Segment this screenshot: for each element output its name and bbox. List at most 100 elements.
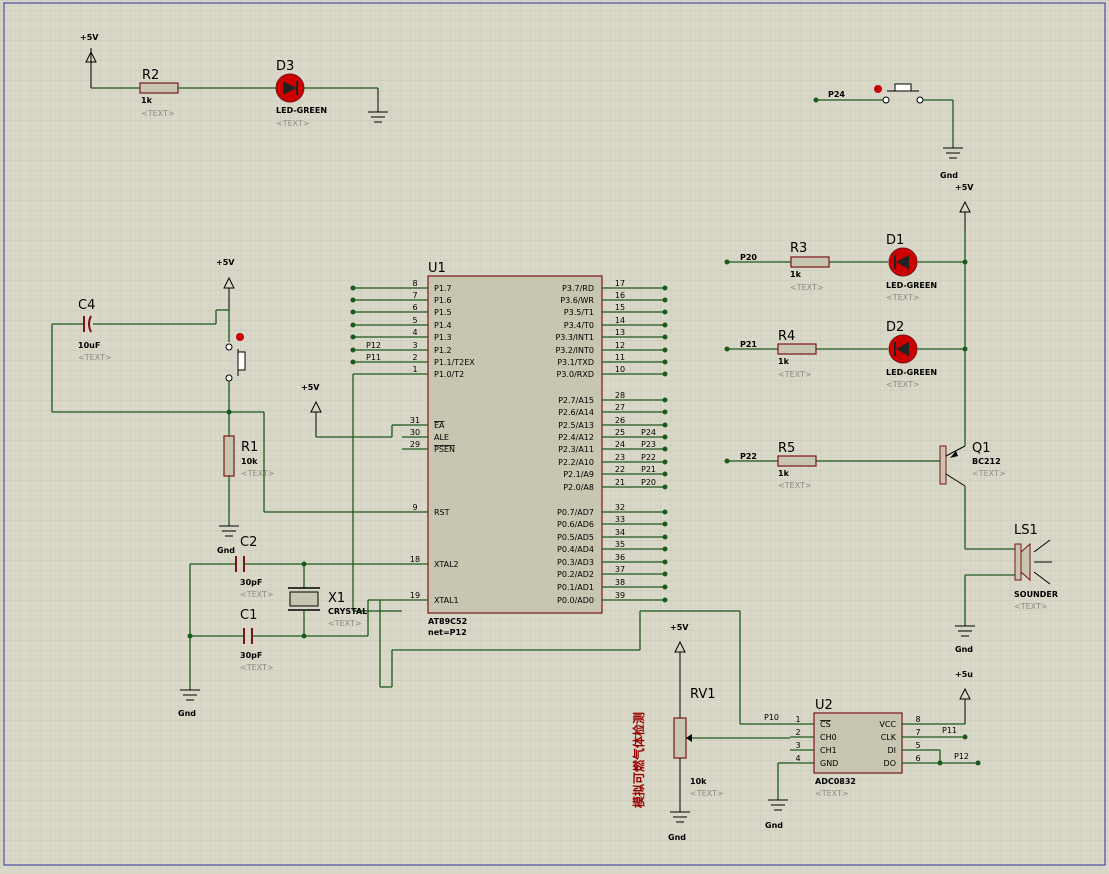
component-value: AT89C52 xyxy=(428,617,467,626)
pin-name: P2.4/A12 xyxy=(558,433,594,442)
pin-number: 5 xyxy=(412,316,417,325)
pin-number: 9 xyxy=(412,503,417,512)
power-label: +5V xyxy=(216,258,235,267)
potentiometer-rv1[interactable]: RV1 10k <TEXT> 模拟可燃气体检测 xyxy=(631,687,724,808)
pin-name: P2.1/A9 xyxy=(563,470,594,479)
component-value: LED-GREEN xyxy=(886,368,937,377)
reset-button[interactable] xyxy=(225,333,246,382)
pin-number: 28 xyxy=(615,391,625,400)
text-placeholder: <TEXT> xyxy=(276,119,310,128)
component-ref: U1 xyxy=(428,261,446,276)
text-placeholder: <TEXT> xyxy=(778,481,812,490)
pin-number: 36 xyxy=(615,553,625,562)
gnd-label: Gnd xyxy=(765,821,783,830)
component-value: 10k xyxy=(690,777,707,786)
ic-pin[interactable]: 8P1.7 xyxy=(353,279,452,293)
led-row-d2[interactable]: P21 R4 1k <TEXT> D2 LED-GREEN <TEXT> xyxy=(724,320,968,389)
led-row-d1[interactable]: P20 R3 1k <TEXT> D1 LED-GREEN <TEXT> xyxy=(724,233,968,302)
power-terminal-vcc: +5V xyxy=(80,33,99,88)
sounder-ls1[interactable]: LS1 SOUNDER <TEXT> xyxy=(1014,523,1058,611)
ic-pin[interactable]: 5DI xyxy=(887,741,926,755)
pin-name: XTAL1 xyxy=(434,596,459,605)
capacitor-c2[interactable]: C2 30pF <TEXT> xyxy=(235,535,274,599)
power-terminal-vcc: +5V xyxy=(955,183,974,230)
ic-pin[interactable]: 7P1.6 xyxy=(353,291,452,305)
component-value: 1k xyxy=(790,270,802,279)
ic-pin[interactable]: 5P1.4 xyxy=(353,316,452,330)
pin-number: 26 xyxy=(615,416,625,425)
pushbutton-p24[interactable]: P24 Gnd xyxy=(813,83,964,180)
net-label: P11 xyxy=(366,353,381,362)
ic-pin[interactable]: 4P1.3 xyxy=(353,328,452,342)
component-ref: U2 xyxy=(815,698,833,713)
component-ref: Q1 xyxy=(972,441,991,456)
transistor-q1[interactable]: P22 R5 1k <TEXT> Q1 BC212 <TEXT> xyxy=(724,441,1006,490)
component-value: 1k xyxy=(141,96,153,105)
ic-pin[interactable]: 6P1.5 xyxy=(353,303,452,317)
pin-name: P1.1/T2EX xyxy=(434,358,475,367)
pin-number: 37 xyxy=(615,565,625,574)
text-placeholder: <TEXT> xyxy=(141,109,175,118)
component-value: BC212 xyxy=(972,457,1001,466)
ic-pin[interactable]: 1P1.0/T2 xyxy=(402,365,464,379)
ic-u1[interactable]: U1 AT89C52 net=P12 8P1.77P1.66P1.55P1.44… xyxy=(353,261,668,637)
led-d3[interactable]: D3 LED-GREEN <TEXT> xyxy=(275,59,327,128)
pin-number: 12 xyxy=(615,341,625,350)
pin-number: 3 xyxy=(795,741,800,750)
pin-number: 8 xyxy=(915,715,920,724)
power-terminal-vcc: +5V xyxy=(670,623,689,718)
capacitor-c4[interactable]: C4 10uF <TEXT> xyxy=(52,298,112,362)
crystal-x1[interactable]: X1 CRYSTAL <TEXT> xyxy=(288,587,367,628)
pin-name: P1.7 xyxy=(434,284,452,293)
text-placeholder: <TEXT> xyxy=(972,469,1006,478)
resistor-r1[interactable]: R1 10k <TEXT> xyxy=(223,435,275,478)
net-label: P24 xyxy=(641,428,656,437)
net-label: P22 xyxy=(641,453,656,462)
component-ref: X1 xyxy=(328,591,345,606)
text-placeholder: <TEXT> xyxy=(690,789,724,798)
netlabel: net=P12 xyxy=(428,628,467,637)
capacitor-c1[interactable]: C1 30pF <TEXT> xyxy=(240,608,274,672)
